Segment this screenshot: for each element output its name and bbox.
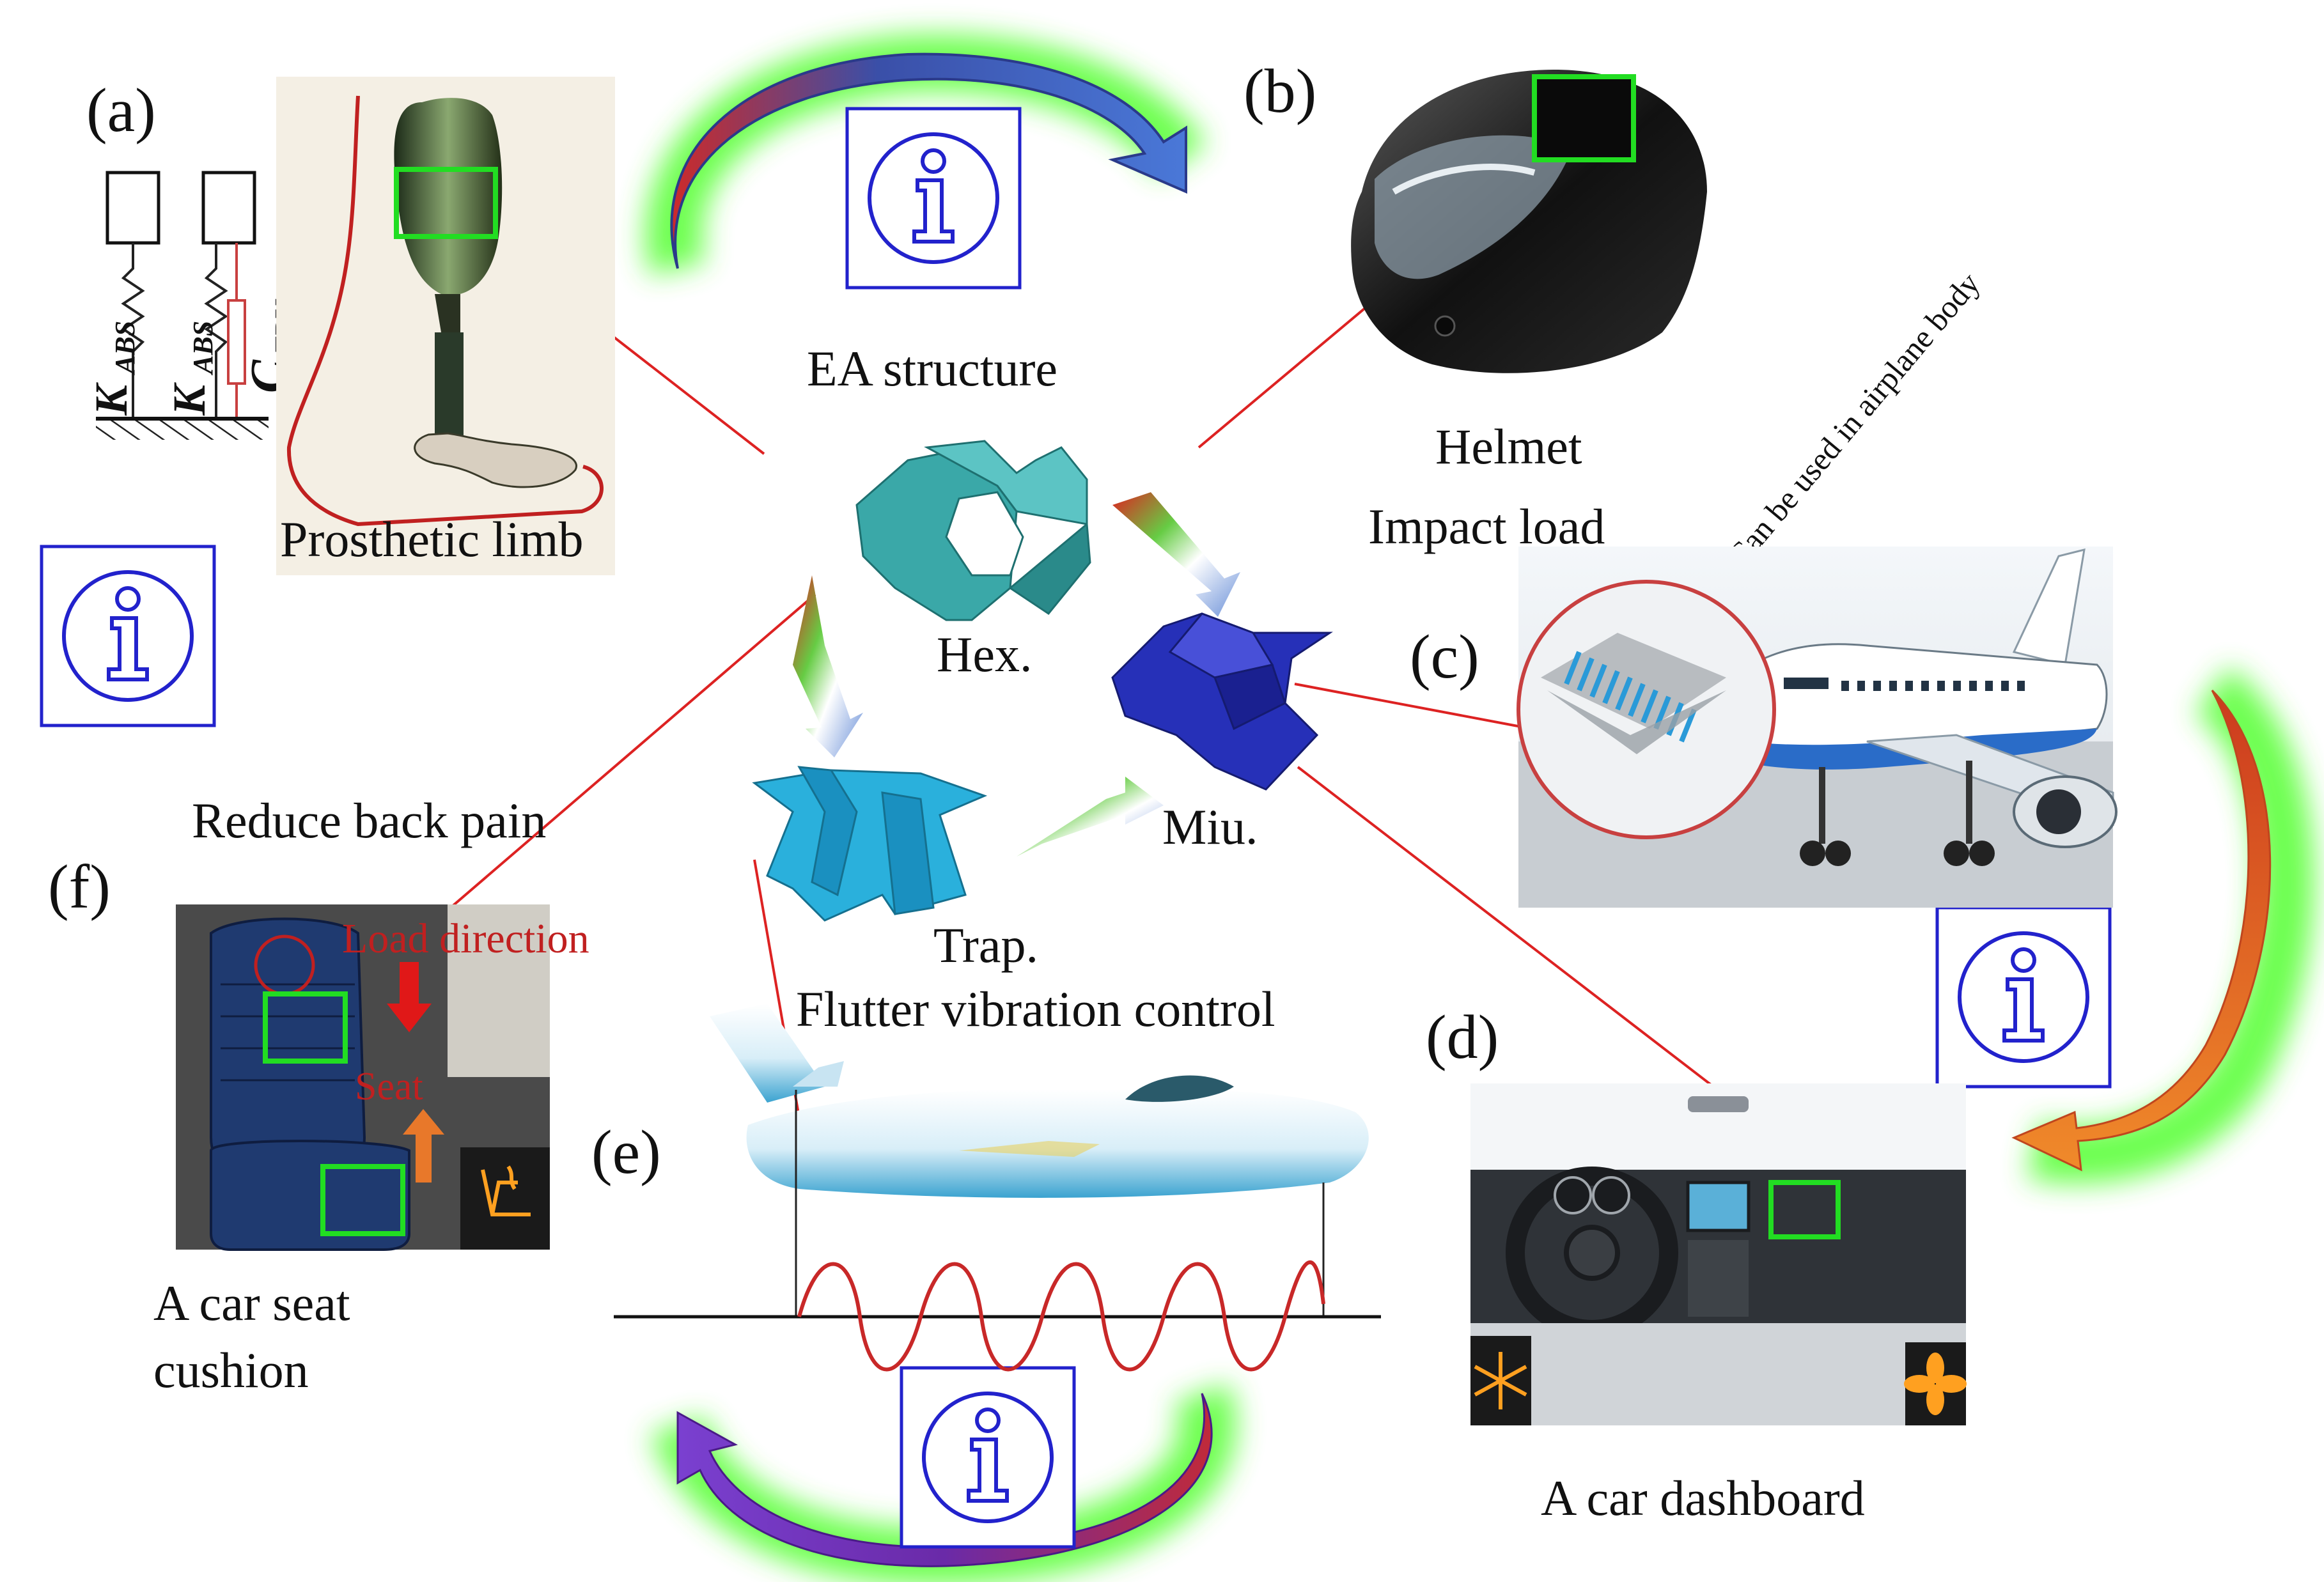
k-abs-sub-2: ABS — [187, 321, 219, 376]
info-icon-right[interactable] — [1937, 908, 2110, 1087]
curved-arrow-right — [2011, 667, 2314, 1184]
connector-seat — [382, 593, 816, 966]
cycle-arrow-hex-to-trap — [793, 575, 863, 757]
dashboard-caption: A car dashboard — [1541, 1470, 1865, 1526]
vibration-wave — [797, 1260, 1325, 1372]
flutter-caption: Flutter vibration control — [796, 981, 1275, 1037]
hex-structure — [855, 440, 1091, 621]
hex-caption: Hex. — [937, 626, 1032, 682]
panel-c-label: (c) — [1410, 623, 1479, 692]
k-abs-sub-1: ABS — [109, 321, 141, 376]
panel-e-flutter: (e) — [591, 1004, 1381, 1372]
prosthetic-limb-image — [276, 77, 615, 575]
connector-dashboard — [1297, 766, 1715, 1088]
jet-image — [710, 1004, 1369, 1198]
reduce-back-pain-caption: Reduce back pain — [192, 793, 546, 848]
seat-heater-icon — [460, 1147, 550, 1250]
panel-c-airplane: (c) — [1410, 547, 2117, 908]
panel-f-seat: Reduce back pain (f) Load direction Seat… — [48, 793, 589, 1398]
trap-caption: Trap. — [933, 917, 1038, 973]
seat-back-highlight-box[interactable] — [263, 991, 348, 1064]
prosthetic-highlight-box[interactable] — [394, 167, 498, 239]
helmet-caption: Helmet — [1435, 419, 1582, 474]
load-direction-label: Load direction — [342, 915, 589, 962]
curved-arrow-bottom — [650, 1383, 1236, 1582]
helmet-image — [1351, 70, 1707, 373]
panel-d-dashboard: (d) — [1426, 1003, 1967, 1526]
dashboard-image — [1470, 1083, 1967, 1425]
miu-structure — [1111, 612, 1333, 791]
seat-cushion-highlight-box[interactable] — [320, 1164, 405, 1236]
panel-a-prosthetic: (a) K ABS K ABS C TPU — [86, 76, 615, 575]
load-direction-arrow — [387, 962, 432, 1032]
panel-d-label: (d) — [1426, 1003, 1499, 1072]
dashboard-highlight-box[interactable] — [1768, 1180, 1841, 1239]
ea-structures-center: Hex. Miu. Trap. Flutter vibration contro… — [752, 440, 1333, 1037]
k-abs-label-1: K — [86, 382, 137, 416]
panel-b-label: (b) — [1244, 57, 1316, 126]
trap-structure — [752, 766, 988, 922]
seat-caption-line2: cushion — [153, 1342, 309, 1398]
miu-caption: Miu. — [1162, 799, 1258, 855]
impact-load-caption: Impact load — [1368, 499, 1605, 554]
ea-structure-caption: EA structure — [807, 341, 1057, 396]
info-icon-bottom[interactable] — [901, 1368, 1074, 1547]
snowflake-glyph — [1474, 1352, 1527, 1409]
panel-f-label: (f) — [48, 853, 111, 922]
cycle-arrow-hex-to-miu — [1112, 492, 1240, 617]
prosthetic-caption: Prosthetic limb — [280, 511, 583, 567]
fan-glyph — [1904, 1353, 1967, 1415]
seat-caption-line1: A car seat — [153, 1275, 350, 1331]
panel-a-label: (a) — [86, 76, 156, 145]
car-seat-image — [176, 904, 550, 1251]
cycle-arrow-trap-to-miu — [1017, 777, 1164, 857]
info-icon-top[interactable] — [847, 109, 1020, 288]
connector-airplane — [1294, 683, 1532, 730]
k-abs-label-2: K — [164, 382, 215, 416]
airplane-body-note: Can be used in airplane body — [1720, 265, 1987, 573]
airliner-image — [1517, 547, 2117, 908]
info-icon-left[interactable] — [42, 547, 214, 725]
spring-damper-model: K ABS K ABS C TPU — [86, 171, 300, 440]
helmet-highlight-box[interactable] — [1532, 74, 1636, 162]
seat-support-arrow — [403, 1109, 444, 1183]
seat-label: Seat — [355, 1065, 423, 1108]
panel-e-label: (e) — [591, 1118, 661, 1187]
curved-arrow-top — [645, 34, 1206, 275]
